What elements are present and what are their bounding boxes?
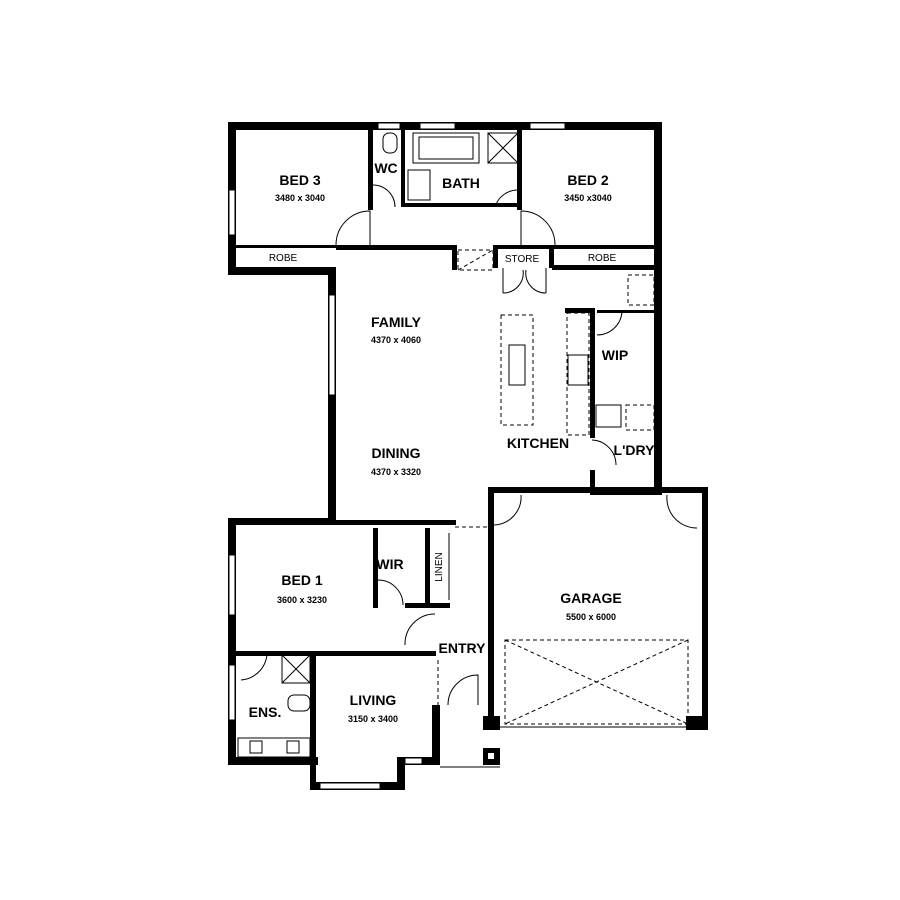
room-garage-size: 5500 x 6000	[566, 612, 616, 622]
room-bed2-label: BED 2	[567, 172, 608, 188]
room-bed1-size: 3600 x 3230	[277, 595, 327, 605]
room-bed1-label: BED 1	[281, 572, 322, 588]
room-wip-label: WIP	[602, 347, 628, 363]
room-living-label: LIVING	[350, 692, 397, 708]
room-wc-label: WC	[374, 160, 397, 176]
room-dining-size: 4370 x 3320	[371, 467, 421, 477]
room-bed3-size: 3480 x 3040	[275, 193, 325, 203]
room-garage-label: GARAGE	[560, 590, 621, 606]
room-living-size: 3150 x 3400	[348, 714, 398, 724]
room-wir-label: WIR	[376, 556, 403, 572]
room-bed2-size: 3450 x3040	[564, 193, 612, 203]
room-linen-label: LINEN	[434, 552, 445, 581]
room-robe-right-label: ROBE	[588, 253, 617, 264]
room-family-size: 4370 x 4060	[371, 335, 421, 345]
room-ensuite-label: ENS.	[249, 704, 282, 720]
room-store-label: STORE	[505, 254, 540, 265]
windows	[228, 122, 686, 790]
doors	[240, 184, 698, 706]
room-bath-label: BATH	[442, 175, 480, 191]
room-bed3-label: BED 3	[279, 172, 320, 188]
fixtures	[237, 132, 689, 758]
room-laundry-label: L'DRY	[614, 442, 656, 458]
room-entry-label: ENTRY	[439, 640, 487, 656]
room-kitchen-label: KITCHEN	[507, 435, 569, 451]
room-family-label: FAMILY	[371, 314, 422, 330]
room-dining-label: DINING	[372, 445, 421, 461]
room-labels: BED 3 3480 x 3040 WC BATH BED 2 3450 x30…	[249, 160, 655, 724]
room-robe-left-label: ROBE	[269, 253, 298, 264]
